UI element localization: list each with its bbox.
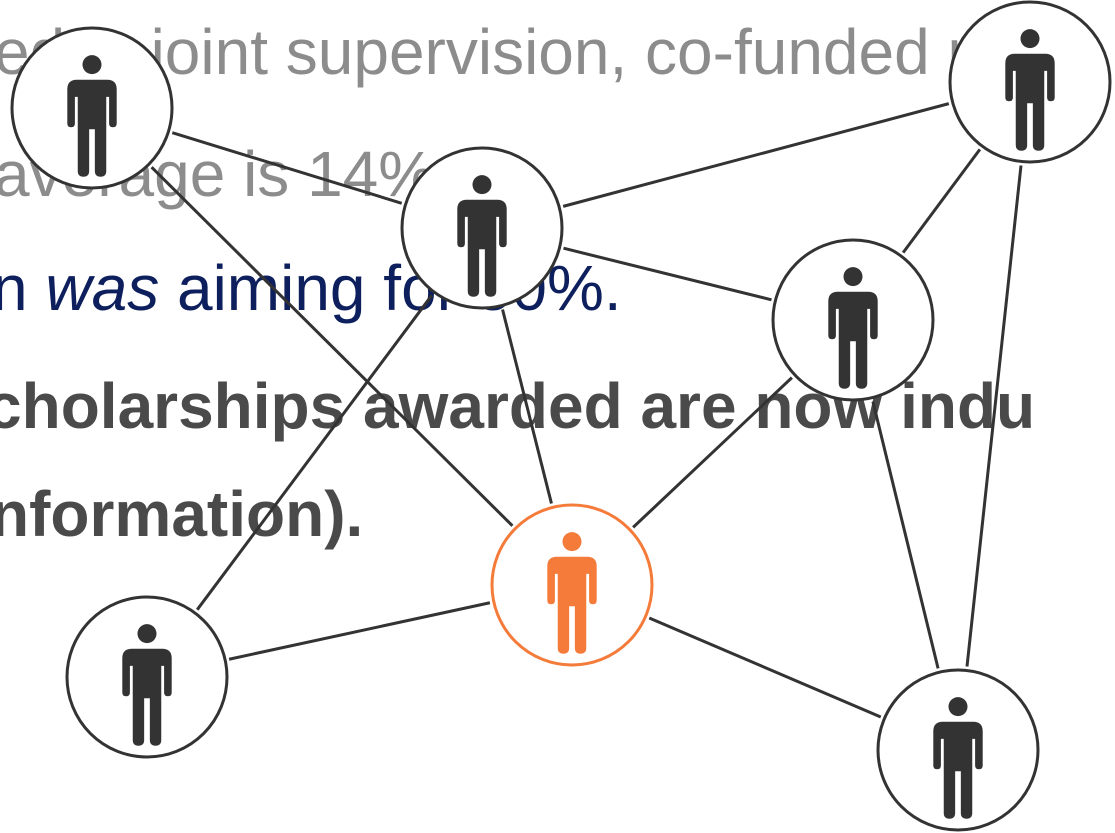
- person-icon: [547, 532, 597, 654]
- connection-line: [563, 246, 772, 302]
- slide-text-line-1: ed in joint supervision, co-funded pr: [0, 16, 1005, 88]
- connection-line: [228, 601, 491, 661]
- person-icon: [1005, 29, 1055, 151]
- connection-line: [871, 401, 940, 669]
- person-icon: [933, 697, 983, 819]
- connection-line: [648, 616, 882, 719]
- connection-line: [632, 376, 793, 529]
- network-node-bottom-left: [65, 595, 229, 759]
- connection-line: [196, 294, 433, 611]
- network-node-top-left: [10, 26, 174, 190]
- connection-line: [501, 309, 553, 504]
- network-node-center-top: [400, 146, 564, 310]
- person-icon: [828, 267, 878, 389]
- network-connections: [150, 102, 1023, 719]
- person-icon: [457, 175, 507, 297]
- network-node-bottom-right: [876, 668, 1040, 832]
- connection-line: [562, 102, 950, 208]
- network-node-middle-right: [771, 238, 935, 402]
- network-node-top-right: [948, 0, 1112, 164]
- connection-line: [965, 165, 1023, 667]
- slide-text-line-5: nformation).: [0, 478, 364, 550]
- line-3-prefix: n: [0, 252, 28, 324]
- network-nodes: [10, 0, 1112, 832]
- connection-line: [150, 166, 514, 527]
- connection-line: [171, 131, 403, 205]
- person-icon: [67, 55, 117, 177]
- network-node-center: [490, 503, 654, 667]
- connection-line: [901, 148, 982, 254]
- person-icon: [122, 624, 172, 746]
- line-3-emphasis: was: [45, 252, 160, 324]
